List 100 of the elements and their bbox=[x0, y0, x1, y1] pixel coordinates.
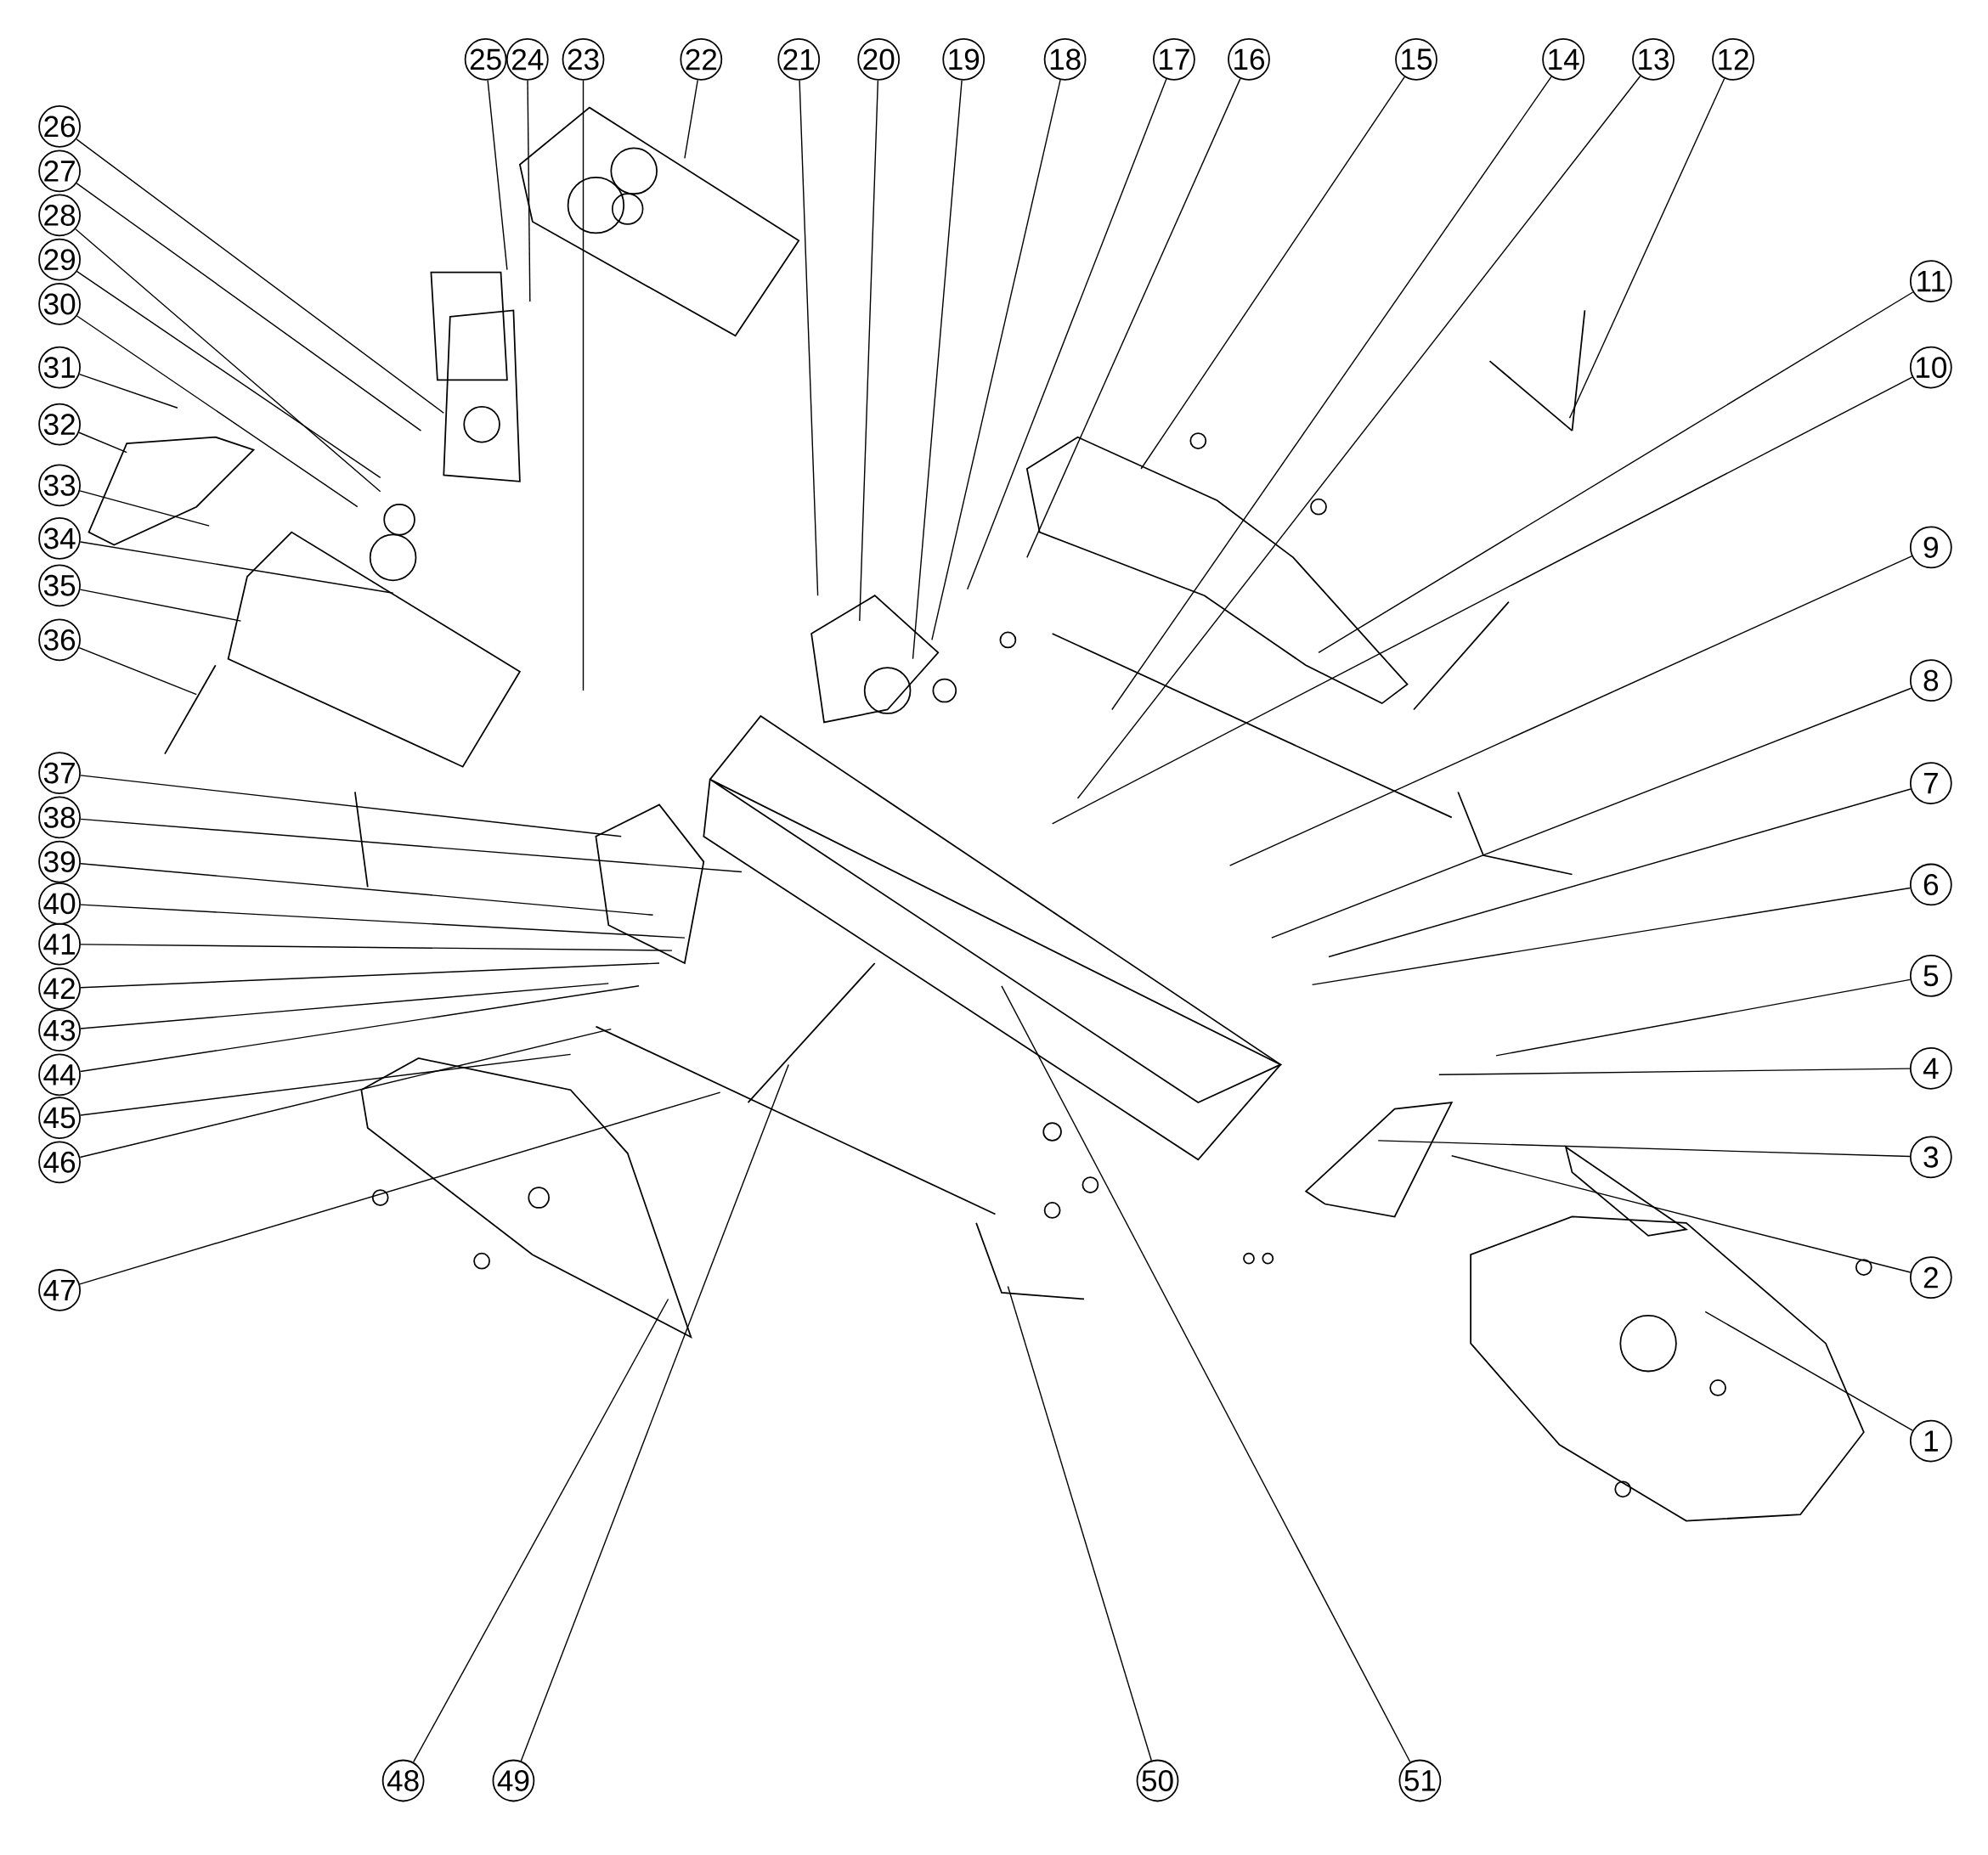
callout-number: 18 bbox=[1043, 38, 1087, 81]
callout-number: 30 bbox=[38, 283, 81, 325]
leader-line bbox=[80, 1053, 572, 1116]
leader-line bbox=[1377, 1140, 1911, 1158]
callout-number: 7 bbox=[1909, 762, 1952, 804]
leader-line bbox=[684, 79, 698, 159]
leader-line bbox=[967, 78, 1167, 590]
callout-number: 49 bbox=[492, 1759, 535, 1802]
leader-line bbox=[1026, 77, 1241, 559]
callout-number: 46 bbox=[38, 1141, 81, 1184]
leader-line bbox=[1007, 1285, 1152, 1762]
callout-number: 9 bbox=[1909, 526, 1952, 569]
leader-line bbox=[859, 80, 879, 622]
callout-number: 45 bbox=[38, 1097, 81, 1139]
leader-line bbox=[1451, 1155, 1912, 1273]
leader-line bbox=[76, 183, 422, 431]
callout-number: 14 bbox=[1542, 38, 1584, 81]
leader-line bbox=[80, 983, 609, 1029]
callout-number: 15 bbox=[1395, 38, 1437, 81]
leader-line bbox=[1140, 76, 1405, 470]
callout-number: 22 bbox=[680, 38, 723, 81]
callout-number: 35 bbox=[38, 564, 81, 607]
callout-number: 31 bbox=[38, 346, 81, 389]
callout-number: 28 bbox=[38, 194, 81, 237]
leader-line bbox=[79, 490, 210, 527]
callout-number: 21 bbox=[777, 38, 821, 81]
callout-number: 41 bbox=[38, 922, 81, 966]
callout-number: 1 bbox=[1909, 1419, 1952, 1463]
leader-line bbox=[76, 138, 444, 414]
leader-line bbox=[80, 863, 654, 916]
leader-line bbox=[1328, 788, 1912, 958]
callout-number: 36 bbox=[38, 618, 81, 662]
callout-number: 50 bbox=[1136, 1759, 1179, 1802]
leader-line bbox=[799, 80, 819, 596]
callout-number: 24 bbox=[505, 38, 549, 81]
callout-number: 19 bbox=[942, 38, 986, 81]
callout-number: 10 bbox=[1909, 346, 1952, 389]
leader-line bbox=[78, 646, 197, 696]
leader-line bbox=[76, 270, 381, 479]
callout-number: 17 bbox=[1153, 38, 1195, 81]
leader-line bbox=[79, 589, 242, 622]
leader-line bbox=[79, 1091, 721, 1285]
leader-line bbox=[912, 79, 963, 660]
callout-number: 27 bbox=[38, 149, 81, 193]
callout-number: 5 bbox=[1909, 955, 1952, 997]
leader-line bbox=[1271, 687, 1912, 939]
callout-number: 48 bbox=[381, 1759, 425, 1802]
leader-line bbox=[527, 80, 531, 302]
callout-number: 29 bbox=[38, 238, 81, 281]
leader-line bbox=[80, 818, 743, 873]
callout-number: 12 bbox=[1712, 38, 1754, 81]
leader-line bbox=[1318, 291, 1914, 654]
leader-line bbox=[412, 1298, 669, 1763]
callout-number: 37 bbox=[38, 752, 81, 794]
callout-number: 40 bbox=[38, 882, 81, 925]
callout-number: 13 bbox=[1632, 38, 1675, 81]
callout-number: 2 bbox=[1909, 1256, 1952, 1299]
callout-number: 8 bbox=[1909, 659, 1952, 702]
callout-number: 38 bbox=[38, 796, 81, 839]
leader-line bbox=[1704, 1311, 1913, 1431]
leader-line bbox=[1568, 77, 1725, 419]
callout-number: 11 bbox=[1909, 260, 1952, 302]
callout-number: 39 bbox=[38, 840, 81, 883]
leader-line bbox=[80, 944, 673, 951]
callout-number: 43 bbox=[38, 1009, 81, 1052]
leader-line bbox=[1051, 376, 1913, 825]
callout-number: 3 bbox=[1909, 1136, 1952, 1179]
callout-number: 42 bbox=[38, 967, 81, 1010]
leader-line bbox=[931, 79, 1061, 641]
callout-number: 47 bbox=[38, 1269, 81, 1311]
callout-number: 26 bbox=[38, 105, 81, 148]
callout-number: 44 bbox=[38, 1053, 81, 1097]
leader-line bbox=[80, 904, 686, 939]
callout-number: 25 bbox=[464, 38, 507, 81]
callout-number: 20 bbox=[857, 38, 901, 81]
callout-number: 16 bbox=[1228, 38, 1270, 81]
callout-number: 4 bbox=[1909, 1046, 1952, 1090]
leader-line bbox=[80, 775, 622, 837]
leader-line bbox=[78, 373, 178, 409]
leader-line bbox=[1001, 985, 1411, 1763]
leader-line bbox=[487, 79, 508, 271]
leader-line bbox=[1438, 1068, 1911, 1075]
leader-line bbox=[1228, 555, 1912, 866]
callout-number: 32 bbox=[38, 403, 81, 446]
callout-number: 33 bbox=[38, 464, 81, 507]
leader-line bbox=[79, 541, 394, 594]
leader-line bbox=[1311, 887, 1911, 986]
leader-line bbox=[1076, 75, 1641, 799]
leader-line bbox=[79, 1028, 612, 1159]
leader-line bbox=[80, 962, 660, 989]
leader-line bbox=[76, 315, 359, 508]
callout-number: 23 bbox=[562, 38, 605, 81]
leader-line bbox=[75, 228, 381, 493]
leader-line bbox=[1495, 978, 1912, 1057]
leader-line bbox=[520, 1063, 789, 1762]
callout-number: 34 bbox=[38, 517, 81, 560]
leader-line bbox=[582, 80, 585, 691]
leader-line bbox=[1111, 76, 1552, 711]
callout-number: 6 bbox=[1909, 863, 1952, 906]
callout-number: 51 bbox=[1398, 1759, 1442, 1802]
